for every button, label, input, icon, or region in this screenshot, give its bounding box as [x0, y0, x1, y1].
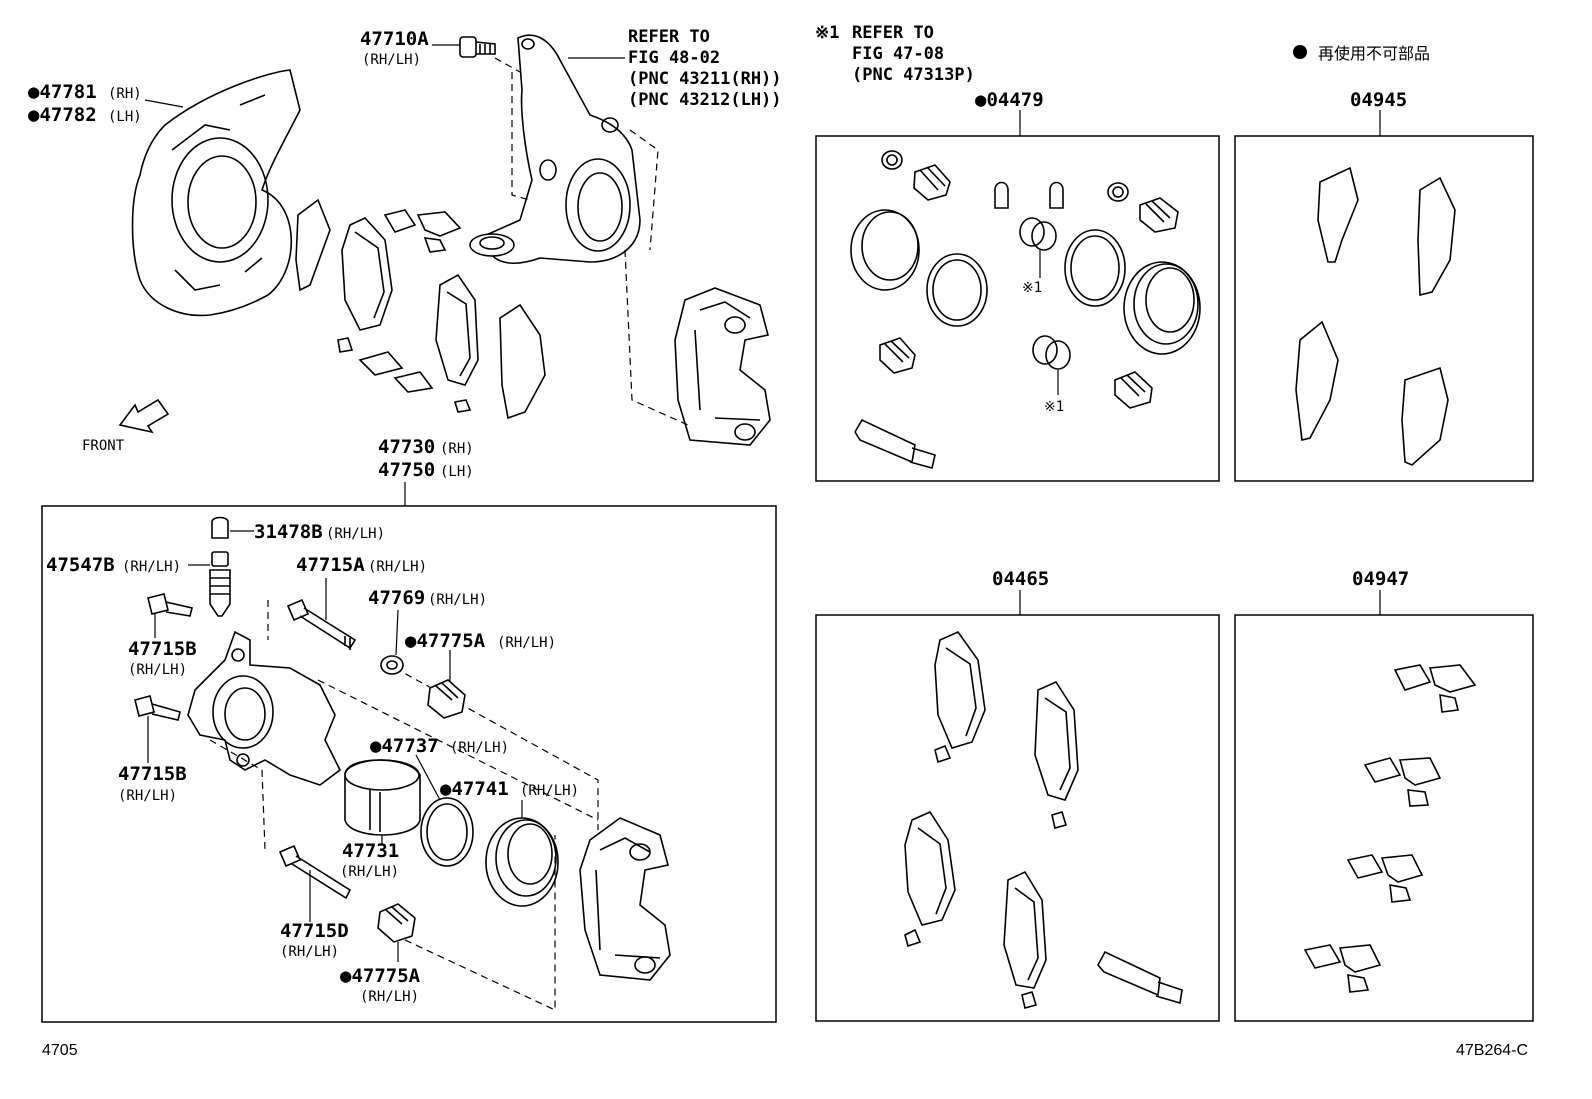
leader-47769 — [395, 609, 399, 656]
dust-cover-drawing — [131, 69, 301, 317]
part-47782-number: ●47782 — [28, 104, 97, 126]
dashed-knuckle-a — [511, 72, 531, 201]
shim-top-2-drawing — [499, 303, 546, 420]
part-47715d-side: (RH/LH) — [280, 944, 339, 960]
part-47750-number: 47750 — [378, 459, 435, 481]
part-47781-number: ●47781 — [28, 81, 97, 103]
leader-47737 — [415, 754, 441, 801]
dashed-knuckle-c — [624, 249, 689, 426]
caliper-assembly-frame — [41, 505, 777, 1023]
part-47775a-top-number: ●47775A — [405, 630, 486, 652]
kit-04479-number: ●04479 — [975, 89, 1044, 111]
guide-pin-47715a-drawing — [286, 598, 357, 650]
part-47731-side: (RH/LH) — [340, 864, 399, 880]
part-47750-side: (LH) — [440, 464, 474, 480]
bolt-47715b-bottom-drawing — [134, 695, 181, 721]
part-47775a-top-side: (RH/LH) — [497, 635, 556, 651]
part-47710a-number: 47710A — [360, 28, 429, 50]
pad-top-2-drawing — [435, 273, 479, 386]
part-47731-number: 47731 — [342, 840, 399, 862]
footer-right-code: 47B264-C — [1456, 1042, 1528, 1059]
shim-top-drawing — [295, 198, 331, 292]
part-47730-number: 47730 — [378, 436, 435, 458]
part-47775a-bottom-side: (RH/LH) — [360, 989, 419, 1005]
mounting-bracket-top-drawing — [674, 287, 771, 446]
refer-seal-line2: FIG 47-08 — [852, 44, 944, 64]
front-label: FRONT — [82, 438, 125, 454]
part-47547b-number: 47547B — [46, 554, 115, 576]
dashed-caliper-c — [317, 679, 599, 821]
bolt-47710a-drawing — [459, 36, 496, 58]
part-47737-side: (RH/LH) — [450, 740, 509, 756]
part-47715a-side: (RH/LH) — [368, 559, 427, 575]
steering-knuckle-drawing — [469, 34, 641, 265]
refer-seal-line1: REFER TO — [852, 23, 934, 43]
seal-mark-b: ※1 — [1044, 399, 1064, 415]
kit-04479-frame — [815, 135, 1220, 482]
front-arrow-icon — [118, 398, 170, 434]
caliper-body-drawing — [187, 630, 342, 786]
piston-seal-47737-drawing — [420, 797, 474, 867]
kit-04465-number: 04465 — [992, 568, 1049, 590]
kit-04465-contents — [904, 631, 1183, 1009]
legend-bullet-icon — [1293, 45, 1307, 59]
refer-knuckle-line1: REFER TO — [628, 27, 710, 47]
boot-47775a-top-drawing — [427, 679, 466, 719]
part-47781-side: (RH) — [108, 86, 142, 102]
part-47715b-bottom-number: 47715B — [118, 763, 187, 785]
kit-04945-frame — [1234, 135, 1534, 482]
cylinder-boot-47741-drawing — [485, 817, 559, 907]
part-47782-side: (LH) — [108, 109, 142, 125]
part-47741-number: ●47741 — [440, 778, 509, 800]
bleeder-plug-drawing — [209, 551, 231, 617]
part-47715b-top-number: 47715B — [128, 638, 197, 660]
part-47737-number: ●47737 — [370, 735, 439, 757]
mounting-bracket-bottom-drawing — [579, 817, 671, 981]
kit-04947-number: 04947 — [1352, 568, 1409, 590]
kit-04479-contents — [850, 150, 1201, 469]
boot-47775a-bottom-drawing — [377, 903, 416, 943]
clips-top-drawing — [337, 209, 472, 413]
part-31478b-side: (RH/LH) — [326, 526, 385, 542]
piston-47731-drawing — [344, 759, 421, 836]
dashed-47710a — [494, 57, 521, 73]
footer-left-code: 4705 — [42, 1042, 78, 1059]
kit-04947-contents — [1303, 664, 1477, 993]
dashed-caliper-b — [209, 739, 266, 851]
part-47775a-bottom-number: ●47775A — [340, 965, 421, 987]
part-47769-side: (RH/LH) — [428, 592, 487, 608]
kit-04945-contents — [1295, 166, 1456, 466]
dashed-caliper-e — [404, 835, 556, 1011]
part-47730-side: (RH) — [440, 441, 474, 457]
kit-04947-frame — [1234, 614, 1534, 1022]
part-47710a-side: (RH/LH) — [362, 52, 421, 68]
refer-knuckle-line4: (PNC 43212(LH)) — [628, 90, 782, 110]
leader-47781 — [144, 99, 184, 108]
part-47547b-side: (RH/LH) — [122, 559, 181, 575]
kit-04945-number: 04945 — [1350, 89, 1407, 111]
legend-text: 再使用不可部品 — [1318, 45, 1430, 63]
part-47715d-number: 47715D — [280, 920, 349, 942]
part-47715a-number: 47715A — [296, 554, 365, 576]
seal-mark-a: ※1 — [1022, 280, 1042, 296]
guide-pin-47715d-drawing — [278, 844, 352, 900]
part-47741-side: (RH/LH) — [520, 783, 579, 799]
refer-knuckle-line3: (PNC 43211(RH)) — [628, 69, 782, 89]
pad-top-1-drawing — [341, 217, 393, 331]
refer-seal-mark: ※1 — [815, 23, 839, 43]
part-47769-number: 47769 — [368, 587, 425, 609]
refer-seal-line3: (PNC 47313P) — [852, 65, 975, 85]
kit-04465-frame — [815, 614, 1220, 1022]
bolt-47715b-top-drawing — [147, 593, 193, 617]
dashed-knuckle-b — [629, 129, 659, 251]
bleeder-cap-drawing — [211, 516, 229, 539]
part-47715b-bottom-side: (RH/LH) — [118, 788, 177, 804]
part-31478b-number: 31478B — [254, 521, 323, 543]
bushing-47769-drawing — [380, 655, 404, 675]
part-47715b-top-side: (RH/LH) — [128, 662, 187, 678]
refer-knuckle-line2: FIG 48-02 — [628, 48, 720, 68]
